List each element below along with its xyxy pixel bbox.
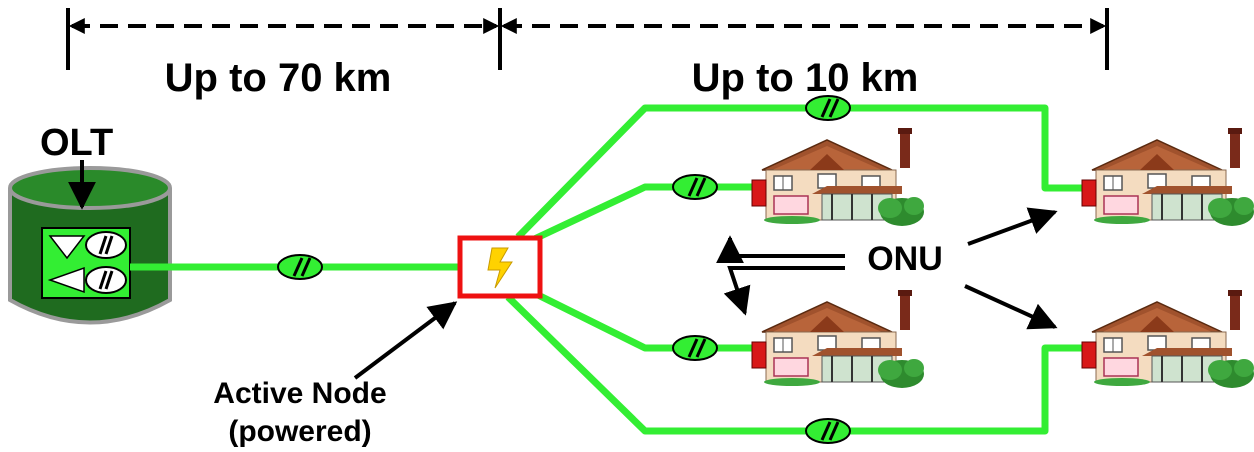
- house-icon: [1081, 127, 1254, 227]
- onu-label: ONU: [867, 240, 943, 278]
- fiber-connector-icon: [804, 94, 852, 122]
- olt-transceivers: [41, 227, 131, 299]
- house-icon: [1081, 289, 1254, 389]
- active-node-pointer-arrow: [353, 301, 458, 380]
- span-right-label: Up to 10 km: [692, 56, 919, 100]
- olt-label: OLT: [40, 122, 113, 164]
- fiber-connector-icon: [804, 417, 852, 445]
- onu-pointer-arrows: [716, 207, 1058, 330]
- fiber-connector-icon: [276, 253, 324, 281]
- span-left-label: Up to 70 km: [165, 56, 392, 100]
- active-node-label-line1: Active Node: [213, 377, 386, 410]
- house-icon: [751, 127, 925, 227]
- active-node-label-line2: (powered): [228, 415, 371, 448]
- fiber-connector-icon: [671, 173, 719, 201]
- fiber-connector-icon: [671, 334, 719, 362]
- span-dimension-lines: [66, 8, 1109, 70]
- lightning-bolt-icon: [487, 247, 513, 289]
- house-icon: [751, 289, 925, 389]
- active-node-box: [457, 235, 543, 299]
